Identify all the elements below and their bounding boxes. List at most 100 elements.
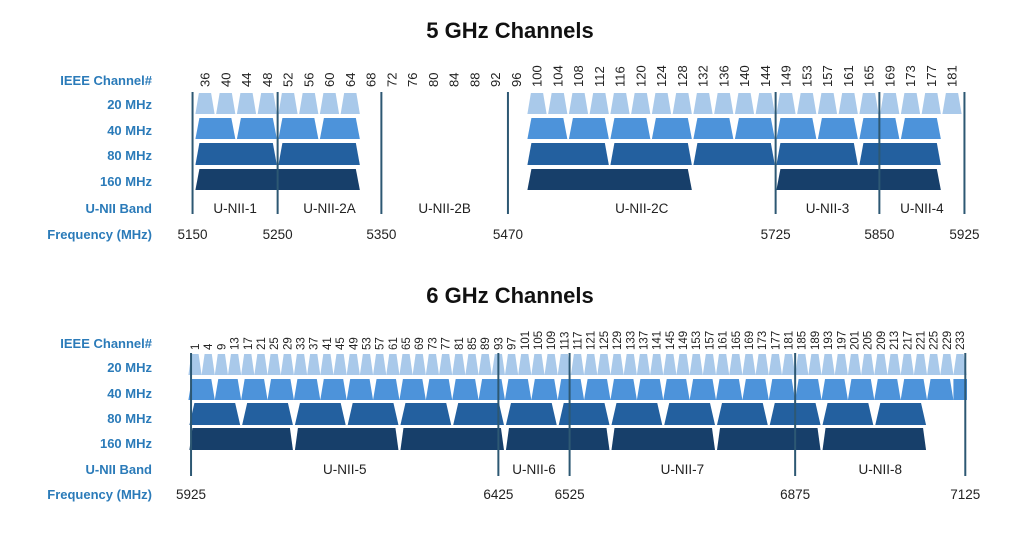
label-frequency: Frequency (MHz) <box>47 487 152 502</box>
channel-80mhz <box>717 403 768 425</box>
channel-number: 85 <box>467 337 479 350</box>
channel-40mhz <box>821 379 848 400</box>
channel-number: 140 <box>737 65 752 87</box>
channel-20mhz <box>795 354 809 375</box>
channel-number: 117 <box>573 332 585 350</box>
channel-40mhz <box>425 379 453 400</box>
channel-80mhz <box>294 403 346 425</box>
band-label: U-NII-1 <box>213 201 257 216</box>
label-frequency: Frequency (MHz) <box>47 227 152 242</box>
channel-number: 13 <box>230 337 242 350</box>
channel-number: 76 <box>405 73 420 87</box>
channel-20mhz <box>518 354 532 375</box>
channel-number: 64 <box>343 73 358 87</box>
channel-number: 149 <box>779 65 794 87</box>
channel-number: 80 <box>426 73 441 87</box>
channel-number: 169 <box>882 65 897 87</box>
channel-20mhz <box>808 354 822 375</box>
channel-number: 149 <box>678 331 690 350</box>
channel-40mhz <box>188 379 215 400</box>
channel-40mhz <box>195 118 236 139</box>
channel-number: 48 <box>260 73 275 87</box>
channel-40mhz <box>610 379 637 400</box>
label-80mhz: 80 MHz <box>107 148 152 163</box>
channel-40mhz <box>663 379 690 400</box>
channel-160mhz <box>294 428 399 450</box>
channel-number: 141 <box>652 331 664 350</box>
channel-20mhz <box>333 354 347 375</box>
channel-80mhz <box>610 143 692 165</box>
channel-20mhz <box>319 93 340 114</box>
channel-number: 217 <box>902 331 914 350</box>
channel-number: 77 <box>441 337 453 350</box>
channel-20mhz <box>650 354 664 375</box>
channel-20mhz <box>663 354 677 375</box>
channel-number: 197 <box>836 331 848 350</box>
band-label: U-NII-7 <box>661 462 705 477</box>
channel-40mhz <box>817 118 858 139</box>
channel-80mhz <box>558 403 610 425</box>
channel-number: 157 <box>820 65 835 87</box>
channel-number: 121 <box>586 331 598 350</box>
channel-20mhz <box>817 93 838 114</box>
channel-20mhz <box>610 93 630 114</box>
channel-number: 189 <box>810 331 822 350</box>
band-label: U-NII-3 <box>806 201 850 216</box>
channel-20mhz <box>452 354 466 375</box>
channel-40mhz <box>900 118 941 139</box>
channel-80mhz <box>693 143 775 165</box>
channel-number: 52 <box>281 73 296 87</box>
label-160mhz: 160 MHz <box>100 436 153 451</box>
channel-40mhz <box>568 118 609 139</box>
channel-20mhz <box>900 354 914 375</box>
channel-number: 69 <box>414 337 426 350</box>
channel-40mhz <box>768 379 796 400</box>
channel-40mhz <box>693 118 734 139</box>
channel-number: 181 <box>945 65 960 87</box>
channel-20mhz <box>359 354 374 375</box>
channel-20mhz <box>672 93 692 114</box>
channel-20mhz <box>439 354 453 375</box>
channel-number: 89 <box>480 337 492 350</box>
channel-20mhz <box>610 354 624 375</box>
channel-20mhz <box>548 93 568 114</box>
channel-40mhz <box>527 118 568 139</box>
channel-80mhz <box>400 403 452 425</box>
channel-20mhz <box>386 354 400 375</box>
channel-number: 177 <box>924 65 939 87</box>
channel-number: 221 <box>915 331 927 350</box>
channel-80mhz <box>875 403 927 425</box>
channel-number: 173 <box>757 331 769 350</box>
channel-80mhz <box>242 403 293 425</box>
channel-40mhz <box>320 379 347 400</box>
channel-number: 56 <box>301 73 316 87</box>
channel-number: 49 <box>348 337 360 350</box>
channel-160mhz <box>611 428 716 450</box>
channel-40mhz <box>716 379 743 400</box>
channel-number: 229 <box>942 331 954 350</box>
channel-number: 29 <box>282 337 294 350</box>
channel-20mhz <box>478 354 492 375</box>
title-6ghz: 6 GHz Channels <box>426 283 593 308</box>
channel-40mhz <box>953 379 967 400</box>
band-label: U-NII-6 <box>512 462 556 477</box>
channel-number: 37 <box>309 337 321 350</box>
channel-number: 169 <box>744 331 756 350</box>
channel-20mhz <box>623 354 637 375</box>
frequency-label: 6525 <box>555 487 585 502</box>
band-label: U-NII-5 <box>323 462 367 477</box>
frequency-label: 5250 <box>263 227 293 242</box>
frequency-label: 6875 <box>780 487 810 502</box>
channel-80mhz <box>611 403 663 425</box>
channel-number: 132 <box>696 65 711 87</box>
channel-number: 153 <box>691 331 703 350</box>
channel-80mhz <box>822 403 874 425</box>
channel-40mhz <box>636 379 664 400</box>
channel-20mhz <box>465 354 479 375</box>
channel-number: 161 <box>718 331 730 350</box>
channel-160mhz <box>189 428 293 450</box>
channel-20mhz <box>340 93 360 114</box>
channel-20mhz <box>254 354 268 375</box>
